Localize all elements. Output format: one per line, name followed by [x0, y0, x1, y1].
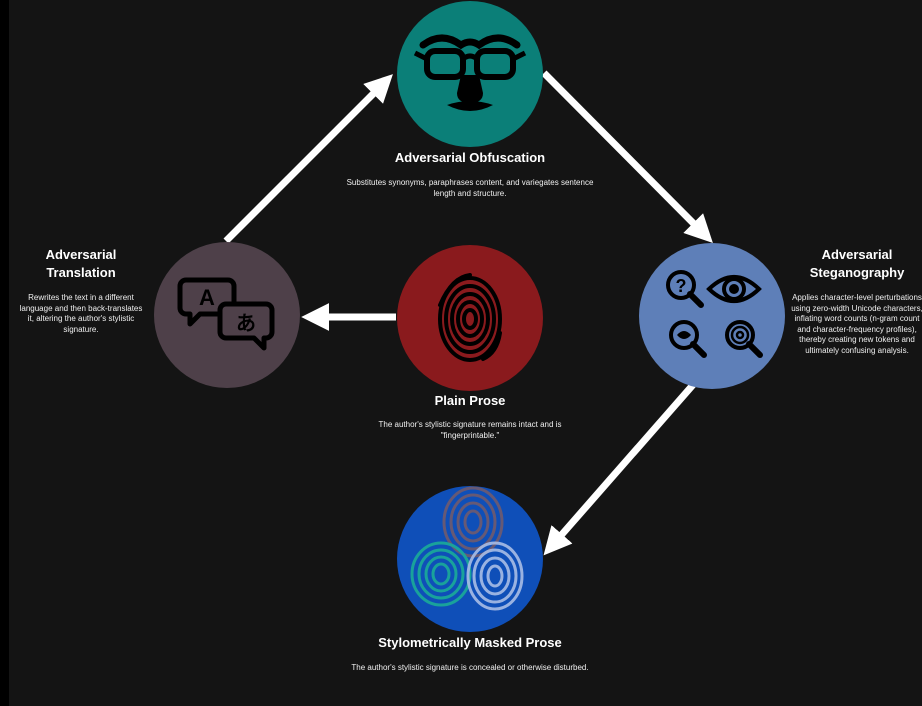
title-masked-prose: Stylometrically Masked Prose: [378, 635, 562, 650]
fingerprint-icon: [438, 273, 502, 362]
disguise-glasses-icon: [413, 34, 527, 111]
node-obfuscation: [397, 1, 543, 147]
desc-plain-prose: The author's stylistic signature remains…: [378, 420, 562, 440]
svg-text:A: A: [199, 285, 215, 310]
node-translation: A あ: [154, 242, 300, 388]
title-plain-prose: Plain Prose: [434, 393, 506, 408]
title-obfuscation: Adversarial Obfuscation: [394, 150, 546, 165]
desc-obfuscation: Substitutes synonyms, paraphrases conten…: [346, 178, 594, 198]
arrow-translation-to-obfuscation: [223, 74, 393, 244]
desc-steganography: Applies character-level perturbations us…: [791, 293, 922, 355]
magnifier-eye-icon: ?: [666, 270, 763, 358]
node-steganography: ?: [639, 243, 785, 389]
overlapping-fingerprints-icon: [410, 486, 524, 611]
svg-text:?: ?: [676, 276, 687, 296]
desc-translation: Rewrites the text in a different languag…: [19, 293, 143, 334]
title-translation: Adversarial Translation: [45, 247, 117, 280]
node-plain-prose: [397, 245, 543, 391]
title-steganography: Adversarial Steganography: [809, 247, 905, 280]
arrow-steganography-to-masked: [543, 359, 716, 556]
svg-text:あ: あ: [236, 311, 256, 335]
translate-icon: A あ: [177, 277, 275, 351]
arrow-obfuscation-to-steganography: [541, 70, 713, 243]
node-masked-prose: [397, 486, 543, 632]
left-border: [0, 0, 9, 706]
desc-masked-prose: The author's stylistic signature is conc…: [351, 663, 589, 672]
